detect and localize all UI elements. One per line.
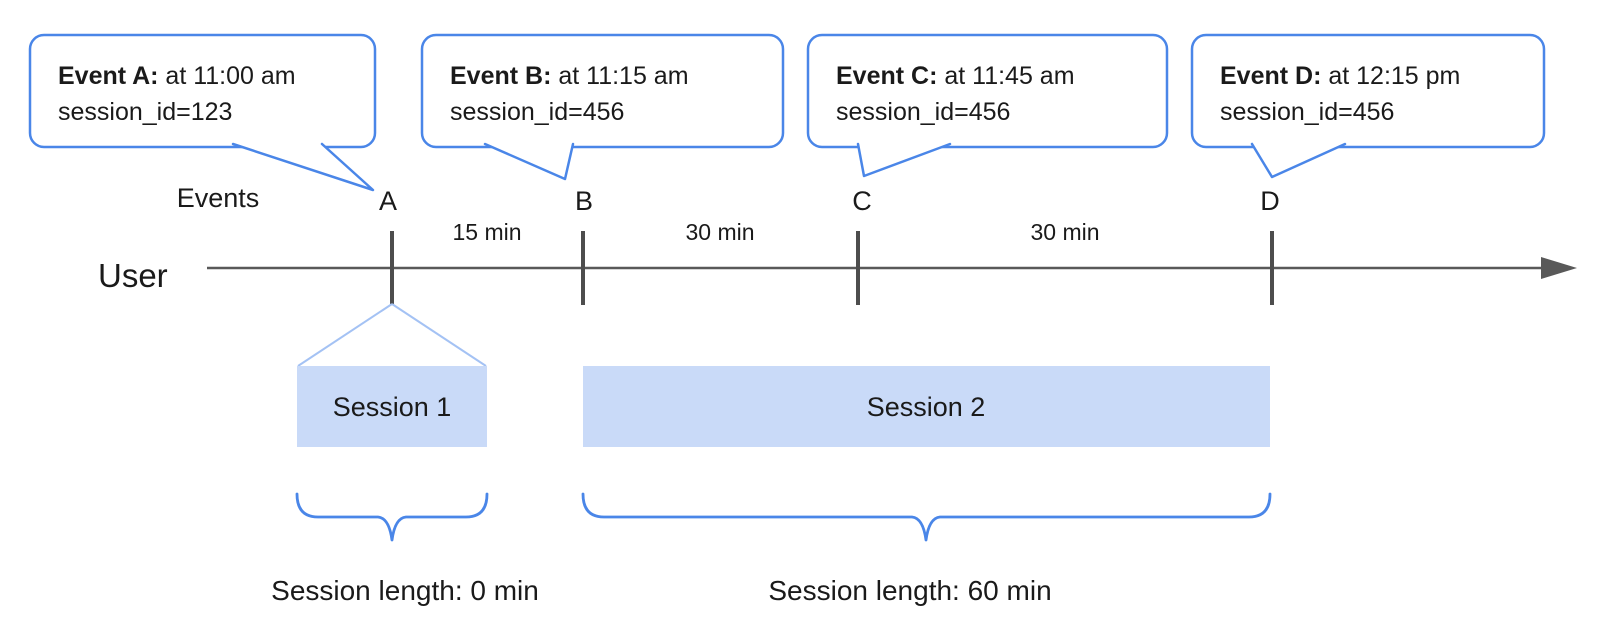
callout-time: at 11:00 am	[158, 62, 295, 90]
callout-event-c: Event C: at 11:45 am session_id=456	[806, 33, 1169, 178]
funnel-line-right	[391, 303, 487, 367]
callout-bubble	[1190, 33, 1546, 149]
callout-title: Event B:	[450, 62, 551, 90]
callout-tail	[483, 142, 575, 181]
callout-line1: Event C: at 11:45 am	[836, 62, 1075, 90]
callout-line2: session_id=456	[450, 98, 624, 126]
callout-bubble	[28, 33, 377, 149]
session2-box: Session 2	[583, 366, 1270, 447]
session1-brace	[295, 492, 489, 542]
interval-label-b-c: 30 min	[685, 219, 754, 245]
callout-time: at 12:15 pm	[1321, 62, 1460, 90]
user-axis-label: User	[98, 257, 168, 294]
session1-box: Session 1	[297, 366, 487, 447]
callout-event-b: Event B: at 11:15 am session_id=456	[420, 33, 785, 181]
callout-bubble	[420, 33, 785, 149]
callout-tail	[231, 142, 375, 192]
timeline-arrowhead-icon	[1541, 257, 1577, 279]
callout-line1: Event A: at 11:00 am	[58, 62, 296, 90]
session1-label: Session 1	[333, 392, 452, 422]
callout-time: at 11:45 am	[937, 62, 1074, 90]
user-timeline-axis: User	[98, 231, 1577, 305]
callout-line2: session_id=456	[836, 98, 1010, 126]
event-marker-b: B	[575, 186, 593, 216]
callout-time: at 11:15 am	[551, 62, 688, 90]
callout-tail	[1250, 142, 1347, 179]
callout-bubble	[806, 33, 1169, 149]
session2-length-label: Session length: 60 min	[768, 575, 1051, 606]
callout-line2: session_id=123	[58, 98, 232, 126]
callout-title: Event D:	[1220, 62, 1321, 90]
session1-length-label: Session length: 0 min	[271, 575, 539, 606]
interval-label-a-b: 15 min	[452, 219, 521, 245]
funnel-line-left	[297, 303, 393, 367]
session2-rect	[583, 366, 1270, 447]
callout-line1: Event B: at 11:15 am	[450, 62, 689, 90]
session1-rect	[297, 366, 487, 447]
session1-funnel	[297, 303, 487, 367]
callout-title: Event A:	[58, 62, 158, 90]
session2-label: Session 2	[867, 392, 986, 422]
session2-brace	[581, 492, 1272, 542]
callout-tail	[856, 142, 952, 178]
callout-line1: Event D: at 12:15 pm	[1220, 62, 1460, 90]
callout-title: Event C:	[836, 62, 937, 90]
events-row-label: Events	[177, 183, 260, 213]
callout-event-a: Event A: at 11:00 am session_id=123	[28, 33, 377, 192]
callout-line2: session_id=456	[1220, 98, 1394, 126]
interval-label-c-d: 30 min	[1030, 219, 1099, 245]
callout-event-d: Event D: at 12:15 pm session_id=456	[1190, 33, 1546, 179]
event-marker-a: A	[379, 186, 397, 216]
event-marker-c: C	[852, 186, 872, 216]
event-marker-d: D	[1260, 186, 1280, 216]
